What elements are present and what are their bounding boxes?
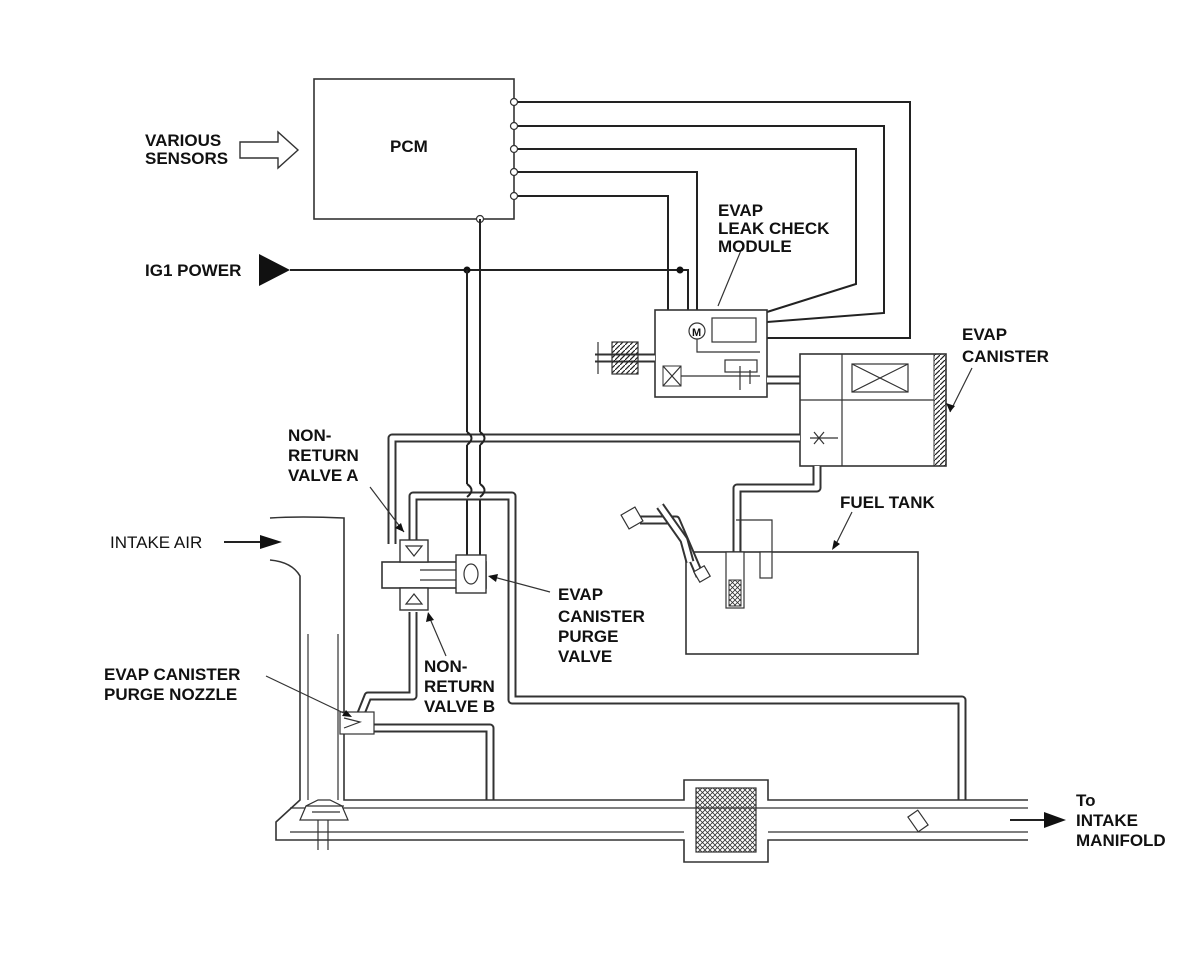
evap-canister: EVAP CANISTER [799,325,1049,467]
leak-check-label-line3: MODULE [718,237,792,256]
nrv-a-callout: NON- RETURN VALVE A [288,426,405,533]
leak-check-label-line2: LEAK CHECK [718,219,830,238]
arrow-right-icon [1044,812,1066,828]
arrow-right-icon [260,535,282,549]
purge-line-canister [387,433,800,544]
ig1-power-label: IG1 POWER [145,261,241,280]
non-return-valve-a [399,539,429,563]
hollow-arrow-icon [239,130,300,170]
various-sensors-input: VARIOUS SENSORS [145,130,300,170]
fuel-tank: FUEL TANK [620,493,935,655]
non-return-valve-b [399,587,429,611]
nrv-a-label-line2: RETURN [288,446,359,465]
intake-duct [269,516,1028,863]
evap-canister-purge-valve [381,554,487,594]
wire-jumpers [466,431,486,498]
fuel-tank-label: FUEL TANK [840,493,935,512]
purge-valve-label-line3: PURGE [558,627,618,646]
to-intake-label-line2: INTAKE [1076,811,1138,830]
power-triangle-icon [259,254,290,286]
ig1-power: IG1 POWER [145,254,689,562]
pcm-wires [475,97,911,562]
nrv-a-label-line3: VALVE A [288,466,359,485]
purge-valve-callout: EVAP CANISTER PURGE VALVE [488,574,645,666]
canister-label-line2: CANISTER [962,347,1049,366]
various-sensors-label-line1: VARIOUS [145,131,221,150]
nrv-b-callout: NON- RETURN VALVE B [424,612,495,716]
purge-valve-label-line2: CANISTER [558,607,645,626]
nrv-b-label-line2: RETURN [424,677,495,696]
leak-check-label-line1: EVAP [718,201,763,220]
intake-air-input: INTAKE AIR [110,533,282,552]
tank-vapor-line [732,466,822,552]
canister-label-line1: EVAP [962,325,1007,344]
purge-nozzle: EVAP CANISTER PURGE NOZZLE [104,665,375,735]
purge-valve-label-line4: VALVE [558,647,612,666]
evap-leak-check-module: M EVAP LEAK CHECK MODULE [595,201,830,398]
nrv-b-label-line3: VALVE B [424,697,495,716]
motor-symbol: M [692,327,701,339]
intake-air-label: INTAKE AIR [110,533,202,552]
purge-line-upper [408,491,967,800]
nrv-a-label-line1: NON- [288,426,331,445]
various-sensors-label-line2: SENSORS [145,149,228,168]
purge-nozzle-label-line2: PURGE NOZZLE [104,685,237,704]
purge-nozzle-line [355,612,495,800]
pcm-module: PCM [313,78,515,220]
purge-nozzle-label-line1: EVAP CANISTER [104,665,240,684]
to-intake-manifold: To INTAKE MANIFOLD [1010,791,1166,850]
pcm-label: PCM [390,137,428,156]
purge-valve-label-line1: EVAP [558,585,603,604]
to-intake-label-line1: To [1076,791,1096,810]
nrv-b-label-line1: NON- [424,657,467,676]
to-intake-label-line3: MANIFOLD [1076,831,1166,850]
